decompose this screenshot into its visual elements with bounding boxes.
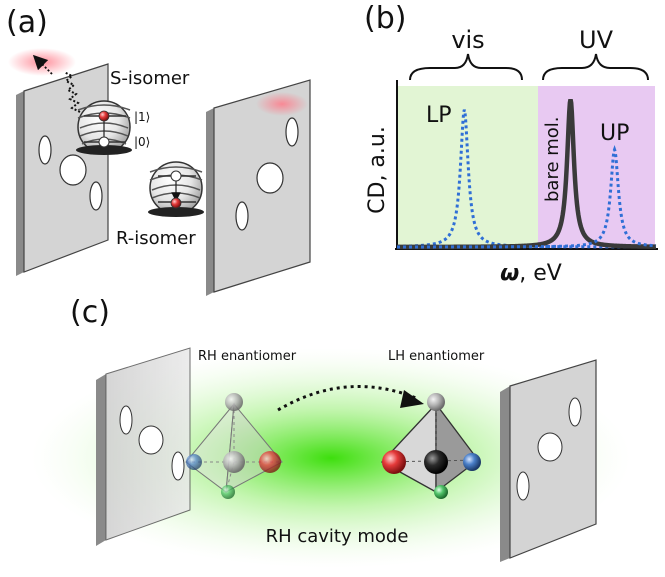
blue-atom <box>186 454 202 470</box>
mirror-hole <box>171 451 185 481</box>
s-isomer-label: S-isomer <box>110 68 190 89</box>
x-axis-symbol: ω <box>500 261 519 286</box>
panel-a-label: (a) <box>6 5 48 40</box>
red-atom <box>382 450 406 474</box>
mirror-hole <box>119 405 133 435</box>
r-isomer-molecule <box>148 161 204 217</box>
mirror-hole <box>59 154 87 186</box>
r-isomer-label: R-isomer <box>116 228 196 249</box>
uv-label: UV <box>579 26 614 54</box>
mirror-hole <box>235 201 249 231</box>
bare-mol-label: bare mol. <box>542 116 563 202</box>
rh-enantiomer-tetrahedron <box>185 393 283 499</box>
vis-region <box>397 86 538 248</box>
uv-region <box>538 86 655 248</box>
mirror-hole <box>89 181 103 211</box>
panel-c-label: (c) <box>70 295 110 330</box>
ket-zero-label: |0⟩ <box>134 135 150 149</box>
cavity-mode-label: RH cavity mode <box>266 526 409 547</box>
green-atom <box>221 485 235 499</box>
pink-glow-right <box>256 92 308 116</box>
spectrum-curves <box>396 98 657 250</box>
mirror-hole <box>537 432 563 462</box>
grey-atom <box>427 393 445 411</box>
vis-brace <box>409 53 523 81</box>
panel-c: (c) <box>31 295 631 568</box>
series-line-up <box>397 145 657 249</box>
up-label: UP <box>600 121 629 146</box>
panel-b: (b) vis UV CD, a.u. ω, eV LP UP bare mol… <box>364 1 658 286</box>
mirror-hole <box>256 162 284 194</box>
grey-atom <box>225 393 243 411</box>
panel-a: (a) S-isomer |1⟩ |0⟩ <box>6 5 311 296</box>
x-axis-unit: , eV <box>519 261 562 286</box>
rh-enantiomer-label: RH enantiomer <box>198 349 297 364</box>
left-mirror-c <box>96 347 191 546</box>
lh-enantiomer-label: LH enantiomer <box>388 349 485 364</box>
lp-label: LP <box>426 103 452 128</box>
center-atom <box>424 450 448 474</box>
panel-b-label: (b) <box>364 1 406 36</box>
uv-brace <box>542 53 649 81</box>
green-atom <box>434 485 448 499</box>
mirror-hole <box>138 425 164 455</box>
pink-glow-left <box>8 48 76 76</box>
red-atom <box>259 451 281 473</box>
vis-label: vis <box>451 26 484 54</box>
conversion-arrow <box>277 385 417 412</box>
x-axis-label: ω, eV <box>500 261 562 286</box>
right-mirror-c <box>500 359 597 562</box>
blue-atom <box>463 453 481 471</box>
escaping-photon <box>63 71 81 113</box>
mirror-hole <box>516 471 530 501</box>
lh-enantiomer-tetrahedron <box>380 393 481 499</box>
center-atom <box>223 451 245 473</box>
escaping-photon-arrow <box>32 54 53 75</box>
left-mirror-a <box>16 63 109 276</box>
mirror-hole <box>568 397 582 427</box>
y-axis-label: CD, a.u. <box>365 126 390 214</box>
right-mirror-a <box>206 79 311 296</box>
s-isomer-molecule <box>76 100 132 155</box>
mirror-hole <box>38 135 52 165</box>
mirror-hole <box>285 117 299 147</box>
ket-one-label: |1⟩ <box>134 110 150 124</box>
conversion-arrow-head <box>400 390 424 408</box>
